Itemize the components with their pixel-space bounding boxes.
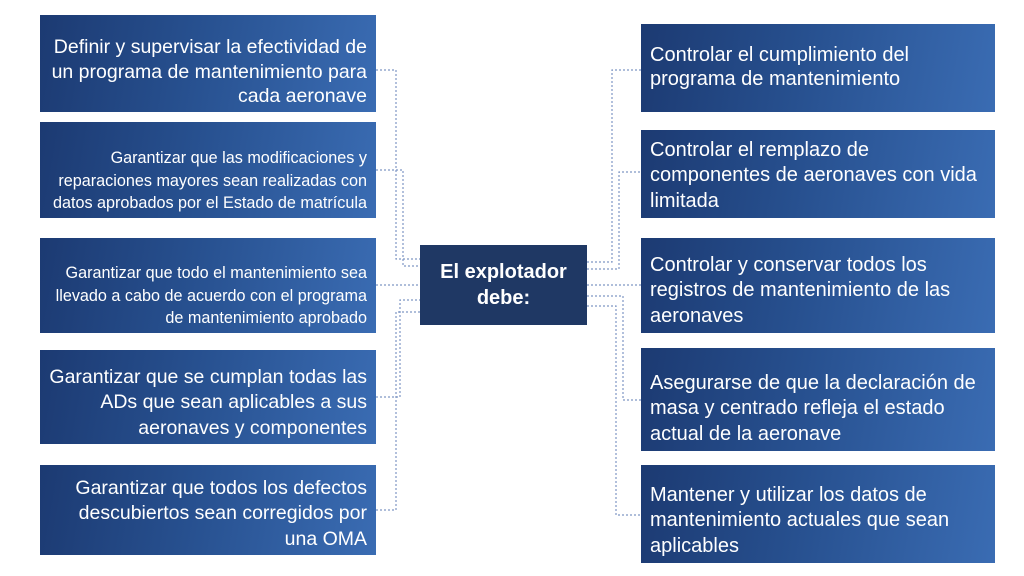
right-box-3: Controlar y conservar todos los registro… xyxy=(641,238,995,333)
center-box: El explotador debe: xyxy=(420,245,587,325)
connector-left-4 xyxy=(376,299,420,398)
right-box-2: Controlar el remplazo de componentes de … xyxy=(641,130,995,218)
left-box-1-text: Definir y supervisar la efectividad de u… xyxy=(51,35,367,108)
left-box-4: Garantizar que se cumplan todas las ADs … xyxy=(40,350,376,444)
connector-left-1 xyxy=(376,69,420,260)
left-box-2-text: Garantizar que las modificaciones y repa… xyxy=(52,148,367,213)
connector-right-5 xyxy=(587,305,641,516)
right-box-1: Controlar el cumplimiento del programa d… xyxy=(641,24,995,112)
right-box-4: Asegurarse de que la declaración de masa… xyxy=(641,348,995,451)
left-box-4-text: Garantizar que se cumplan todas las ADs … xyxy=(49,365,367,439)
right-box-2-text: Controlar el remplazo de componentes de … xyxy=(650,138,977,212)
right-box-3-text: Controlar y conservar todos los registro… xyxy=(650,253,951,327)
right-box-5: Mantener y utilizar los datos de manteni… xyxy=(641,465,995,563)
connector-left-2 xyxy=(376,169,420,267)
right-box-5-text: Mantener y utilizar los datos de manteni… xyxy=(650,483,950,557)
connector-right-2 xyxy=(587,171,641,270)
center-label: El explotador debe: xyxy=(440,261,567,309)
right-box-1-text: Controlar el cumplimiento del programa d… xyxy=(650,43,910,90)
left-box-1: Definir y supervisar la efectividad de u… xyxy=(40,15,376,112)
connector-left-5 xyxy=(376,311,420,511)
left-box-2: Garantizar que las modificaciones y repa… xyxy=(40,122,376,218)
left-box-5-text: Garantizar que todos los defectos descub… xyxy=(75,476,367,550)
connector-right-1 xyxy=(587,69,641,263)
connector-right-4 xyxy=(587,295,641,401)
left-box-5: Garantizar que todos los defectos descub… xyxy=(40,465,376,555)
left-box-3-text: Garantizar que todo el mantenimiento sea… xyxy=(55,263,367,328)
left-box-3: Garantizar que todo el mantenimiento sea… xyxy=(40,238,376,333)
right-box-4-text: Asegurarse de que la declaración de masa… xyxy=(650,371,976,445)
